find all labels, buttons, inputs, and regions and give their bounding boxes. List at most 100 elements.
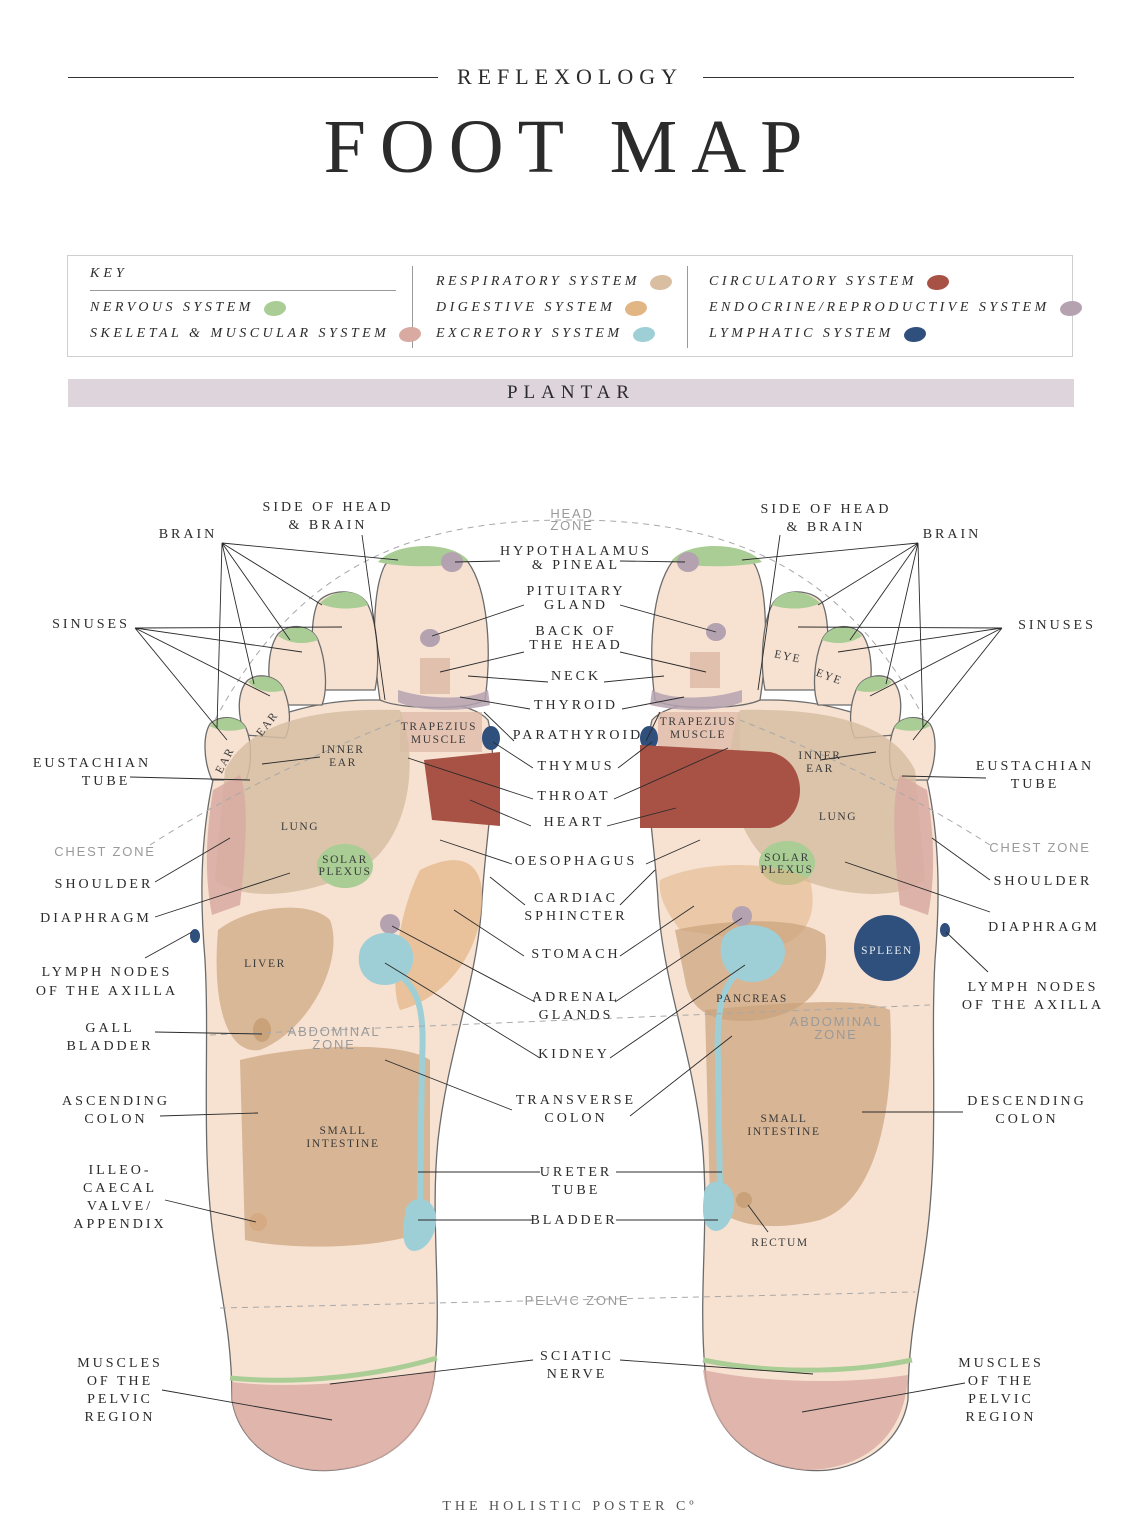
label-hypothalamus: HYPOTHALAMUS	[500, 544, 652, 559]
in-foot-inner-ear: EAR	[806, 763, 834, 775]
stomach-area	[395, 860, 483, 1010]
neck-area	[420, 658, 450, 694]
appendix-point	[249, 1213, 267, 1231]
label-lymph-axilla: OF THE AXILLA	[962, 998, 1104, 1013]
legend-title: KEY	[90, 266, 128, 281]
label-cardiac-sphincter: CARDIAC	[534, 891, 618, 906]
label-muscles-pelvic: REGION	[966, 1410, 1037, 1425]
legend-label: SKELETAL & MUSCULAR SYSTEM	[90, 326, 390, 341]
in-foot-trapezius: TRAPEZIUS	[660, 716, 736, 728]
sciatic-nerve	[229, 1355, 438, 1383]
lymph-axilla-point	[190, 929, 200, 943]
section-band-plantar: PLANTAR	[68, 379, 1074, 407]
label-thymus: THYMUS	[537, 759, 614, 774]
legend-label: EXCRETORY SYSTEM	[436, 326, 623, 341]
neck-area	[690, 652, 720, 688]
label-cardiac-sphincter: SPHINCTER	[524, 909, 627, 924]
label-heart: HEART	[544, 815, 605, 830]
legend-item-excretory: EXCRETORY SYSTEM	[436, 324, 657, 344]
toe-brain-tips	[210, 591, 930, 731]
leader-lines	[129, 534, 1003, 1421]
legend-item-respiratory: RESPIRATORY SYSTEM	[436, 272, 674, 292]
label-oesophagus: OESOPHAGUS	[515, 854, 638, 869]
in-foot-small-intestine: SMALL	[320, 1125, 367, 1137]
label-shoulder: SHOULDER	[55, 877, 154, 892]
zone-label-abdominal: ZONE	[814, 1027, 857, 1042]
bladder	[403, 1198, 437, 1251]
small-intestine-area	[240, 1046, 430, 1247]
zone-label-head: ZONE	[550, 518, 593, 533]
label-thyroid: THYROID	[534, 698, 618, 713]
label-diaphragm: DIAPHRAGM	[40, 911, 152, 926]
thyroid-band	[650, 690, 742, 710]
in-foot-trapezius: MUSCLE	[411, 734, 467, 746]
page-subtitle: REFLEXOLOGY	[456, 64, 684, 89]
in-foot-rectum: RECTUM	[751, 1237, 809, 1249]
label-sciatic-nerve: SCIATIC	[540, 1349, 614, 1364]
legend-label: DIGESTIVE SYSTEM	[436, 300, 616, 315]
title-rule-left	[68, 77, 438, 78]
zone-label-abdominal: ZONE	[312, 1037, 355, 1052]
trapezius-area	[658, 712, 740, 752]
label-gall-bladder: BLADDER	[66, 1039, 153, 1054]
legend-divider	[90, 290, 396, 291]
label-side-head: SIDE OF HEAD	[263, 500, 394, 515]
legend-label: CIRCULATORY SYSTEM	[709, 274, 917, 289]
label-muscles-pelvic: MUSCLES	[77, 1356, 163, 1371]
zone-label-pelvic: PELVIC ZONE	[525, 1293, 630, 1308]
sciatic-nerve	[702, 1357, 913, 1373]
in-foot-inner-ear: INNER	[798, 750, 841, 762]
zone-label-head: HEAD	[550, 506, 593, 521]
label-brain: BRAIN	[159, 527, 218, 542]
in-foot-lung: LUNG	[281, 821, 319, 833]
legend-label: LYMPHATIC SYSTEM	[709, 326, 894, 341]
label-muscles-pelvic: PELVIC	[968, 1392, 1034, 1407]
label-side-head: & BRAIN	[787, 520, 866, 535]
label-eustachian: TUBE	[1011, 777, 1060, 792]
label-muscles-pelvic: MUSCLES	[958, 1356, 1044, 1371]
in-foot-inner-ear: INNER	[321, 744, 364, 756]
legend-item-circulatory: CIRCULATORY SYSTEM	[709, 272, 951, 292]
in-foot-small-intestine: INTESTINE	[747, 1126, 820, 1138]
label-pituitary: PITUITARY	[527, 584, 626, 599]
label-illeo: ILLEO-	[88, 1163, 151, 1178]
label-ascending-colon: ASCENDING	[62, 1094, 170, 1109]
in-foot-lung: LUNG	[819, 811, 857, 823]
label-shoulder: SHOULDER	[994, 874, 1093, 889]
rectum-point	[736, 1192, 752, 1208]
label-adrenal: ADRENAL	[532, 990, 620, 1005]
in-foot-solar-plexus: SOLAR	[764, 852, 810, 864]
adrenal-point	[380, 914, 400, 934]
liver-area	[216, 907, 334, 1051]
in-foot-eye: EYE	[773, 648, 802, 665]
label-brain: BRAIN	[923, 527, 982, 542]
legend-separator	[687, 266, 688, 348]
label-lymph-axilla: LYMPH NODES	[42, 965, 173, 980]
pineal-point	[441, 552, 463, 572]
label-descending-colon: DESCENDING	[967, 1094, 1086, 1109]
label-lymph-axilla: LYMPH NODES	[968, 980, 1099, 995]
in-foot-trapezius: TRAPEZIUS	[401, 721, 477, 733]
page-title: FOOT MAP	[323, 105, 817, 189]
legend-label: RESPIRATORY SYSTEM	[436, 274, 640, 289]
label-ureter: URETER	[540, 1165, 612, 1180]
legend-item-lymphatic: LYMPHATIC SYSTEM	[709, 324, 928, 344]
label-lymph-axilla: OF THE AXILLA	[36, 984, 178, 999]
title-rule-right	[703, 77, 1074, 78]
label-eustachian: EUSTACHIAN	[976, 759, 1094, 774]
in-foot-solar-plexus: SOLAR	[322, 854, 368, 866]
label-eustachian: TUBE	[82, 774, 131, 789]
label-neck: NECK	[551, 669, 601, 684]
in-foot-solar-plexus: PLEXUS	[318, 866, 371, 878]
zone-boundaries	[149, 519, 991, 1309]
label-transverse-colon: TRANSVERSE	[516, 1093, 636, 1108]
zone-label-abdominal: ABDOMINAL	[288, 1024, 381, 1039]
lung-area	[215, 709, 410, 894]
label-pituitary: GLAND	[544, 598, 608, 613]
in-foot-small-intestine: SMALL	[761, 1113, 808, 1125]
small-intestine-area	[705, 1002, 891, 1227]
legend-box: KEY NERVOUS SYSTEM SKELETAL & MUSCULAR S…	[67, 255, 1084, 357]
right-foot	[640, 545, 950, 1472]
thymus-point	[640, 726, 658, 750]
